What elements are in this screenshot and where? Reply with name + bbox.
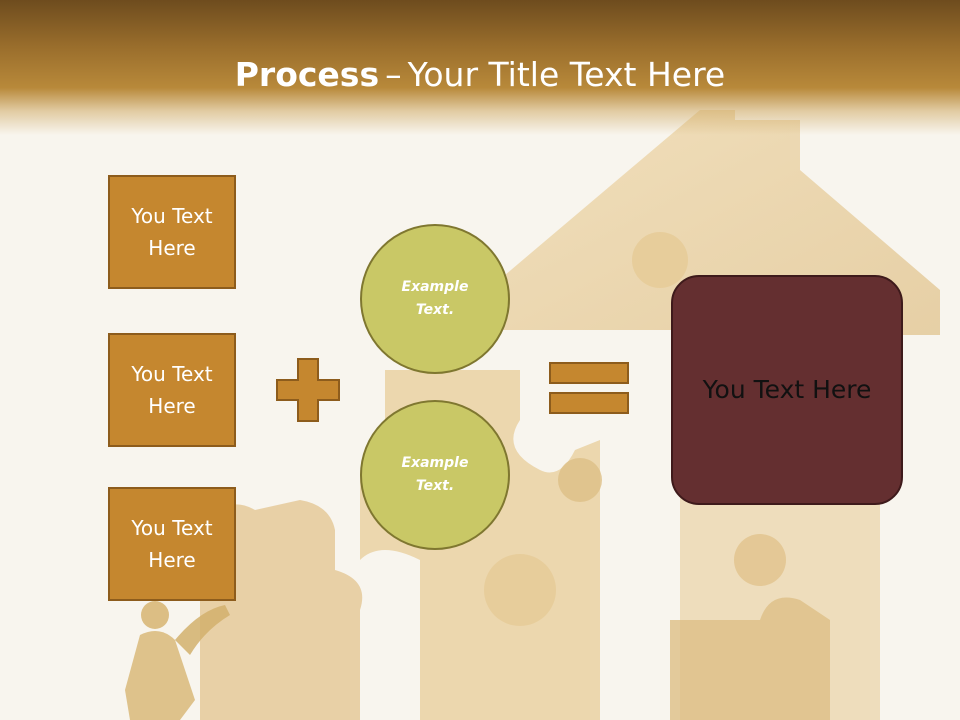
title-bold-word: Process <box>234 55 380 94</box>
slide-title: Process–Your Title Text Here <box>0 52 960 98</box>
input-box-label: You Text Here <box>131 516 213 572</box>
plus-icon <box>276 358 340 422</box>
result-box: You Text Here <box>671 275 903 505</box>
input-box-label: You Text Here <box>131 362 213 418</box>
input-box-2: You Text Here <box>108 333 236 447</box>
circle-label: Example Text. <box>401 455 469 494</box>
equals-icon <box>549 362 629 414</box>
title-bar <box>0 0 960 135</box>
input-box-label: You Text Here <box>131 204 213 260</box>
example-circle-1: Example Text. <box>360 224 510 374</box>
example-circle-2: Example Text. <box>360 400 510 550</box>
result-label: You Text Here <box>702 375 872 404</box>
input-box-3: You Text Here <box>108 487 236 601</box>
input-box-1: You Text Here <box>108 175 236 289</box>
circle-label: Example Text. <box>401 279 469 318</box>
title-text: Your Title Text Here <box>407 55 726 94</box>
title-dash: – <box>385 55 402 94</box>
